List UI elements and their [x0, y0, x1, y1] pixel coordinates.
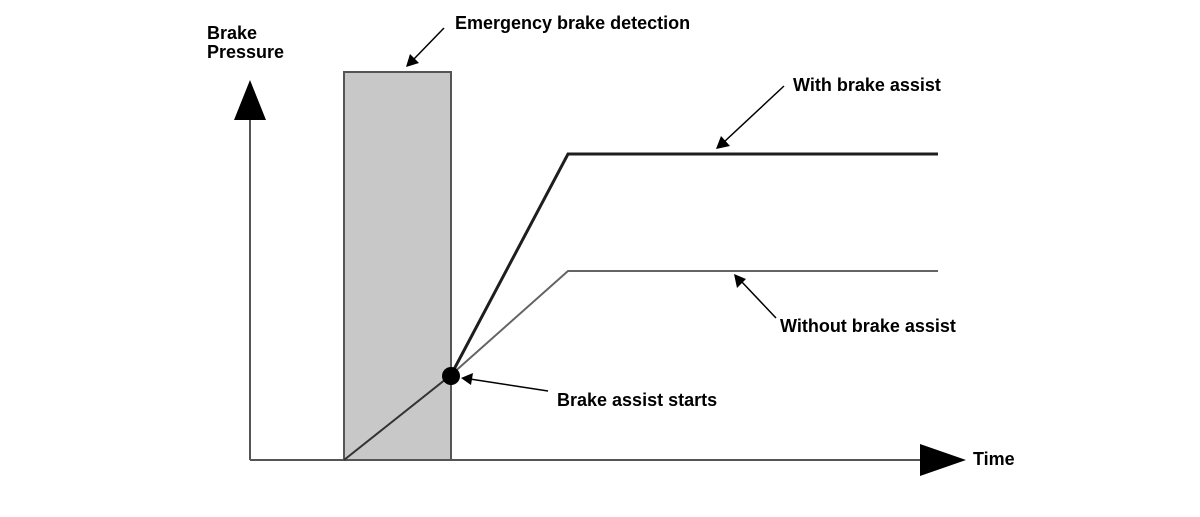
without-assist-leader — [734, 274, 777, 319]
initial-pressure-line — [343, 374, 452, 461]
assist-start-marker — [442, 367, 460, 385]
x-axis-label: Time — [973, 449, 1015, 469]
y-axis-arrowhead — [234, 80, 266, 120]
detection-leader — [406, 27, 445, 67]
x-axis-arrowhead — [920, 444, 966, 476]
y-axis-label-line1: Brake — [207, 23, 257, 43]
assist-start-label: Brake assist starts — [557, 390, 717, 410]
without-assist-curve — [450, 270, 938, 376]
y-axis-label-line2: Pressure — [207, 42, 284, 62]
assist-start-leader — [461, 373, 549, 392]
with-assist-label: With brake assist — [793, 75, 941, 95]
detection-label: Emergency brake detection — [455, 13, 690, 33]
with-assist-leader — [716, 85, 785, 149]
detection-band — [343, 71, 452, 461]
without-assist-label: Without brake assist — [780, 316, 956, 336]
with-assist-curve — [449, 152, 938, 376]
